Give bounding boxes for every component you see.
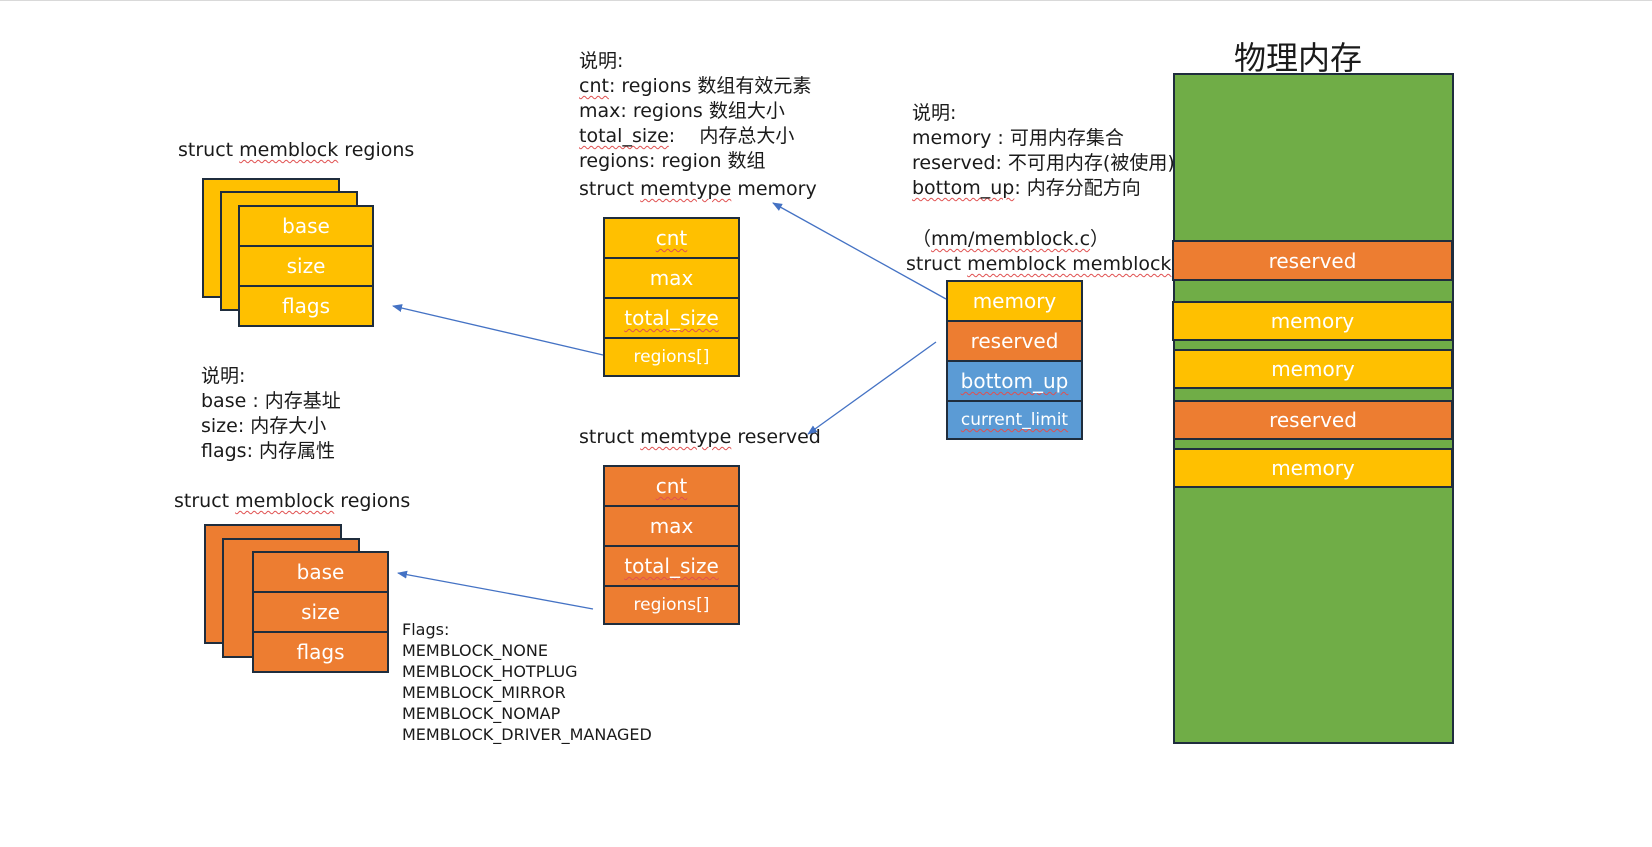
arrow-memtype-memory-regions-to-regions-top: [392, 304, 604, 356]
memtype-reserved-field-regions: regions[]: [603, 585, 740, 625]
regions-bottom-field-flags: flags: [252, 631, 389, 673]
memtype-reserved-field-total-size: total_size: [603, 545, 740, 587]
flags-list: Flags: MEMBLOCK_NONE MEMBLOCK_HOTPLUG ME…: [402, 620, 652, 744]
arrow-memtype-reserved-regions-to-regions-bottom: [397, 570, 594, 610]
memtype-reserved-field-max: max: [603, 505, 740, 547]
memblock-note: 说明: memory : 可用内存集合 reserved: 不可用内存(被使用)…: [912, 102, 1175, 199]
memblock-field-reserved: reserved: [946, 320, 1083, 362]
memtype-memory-field-max: max: [603, 257, 740, 299]
arrow-memblock-reserved-to-memtype-reserved: [807, 341, 937, 435]
regions-top-field-size: size: [238, 245, 374, 287]
regions-bottom-field-size: size: [252, 591, 389, 633]
memtype-reserved-field-cnt: cnt: [603, 465, 740, 507]
physical-band-memory-2: memory: [1173, 349, 1453, 389]
regions-bottom-title: struct memblock regions: [174, 490, 411, 512]
memtype-memory-field-regions: regions[]: [603, 337, 740, 377]
memblock-field-current-limit: current_limit: [946, 400, 1083, 440]
memtype-reserved-title: struct memtype reserved: [579, 426, 821, 448]
physical-memory-title: 物理内存: [1234, 39, 1363, 77]
physical-band-memory-3: memory: [1173, 448, 1453, 488]
arrow-memblock-memory-to-memtype-memory: [772, 202, 947, 300]
top-border: [0, 0, 1652, 1]
memtype-note: 说明: cnt: regions 数组有效元素 max: regions 数组大…: [579, 50, 812, 172]
physical-band-reserved-2: reserved: [1173, 400, 1453, 440]
memblock-source-path: （mm/memblock.c）: [912, 228, 1110, 250]
regions-top-field-flags: flags: [238, 285, 374, 327]
regions-top-field-base: base: [238, 205, 374, 247]
memtype-memory-field-cnt: cnt: [603, 217, 740, 259]
regions-note: 说明: base : 内存基址 size: 内存大小 flags: 内存属性: [201, 365, 341, 462]
physical-band-memory-1: memory: [1172, 301, 1453, 341]
regions-bottom-field-base: base: [252, 551, 389, 593]
memtype-memory-field-total-size: total_size: [603, 297, 740, 339]
memblock-field-bottom-up: bottom_up: [946, 360, 1083, 402]
memtype-memory-title: struct memtype memory: [579, 178, 817, 200]
memblock-title: struct memblock memblock: [906, 253, 1172, 275]
regions-top-title: struct memblock regions: [178, 139, 415, 161]
memblock-field-memory: memory: [946, 280, 1083, 322]
physical-band-reserved-1: reserved: [1172, 240, 1453, 281]
